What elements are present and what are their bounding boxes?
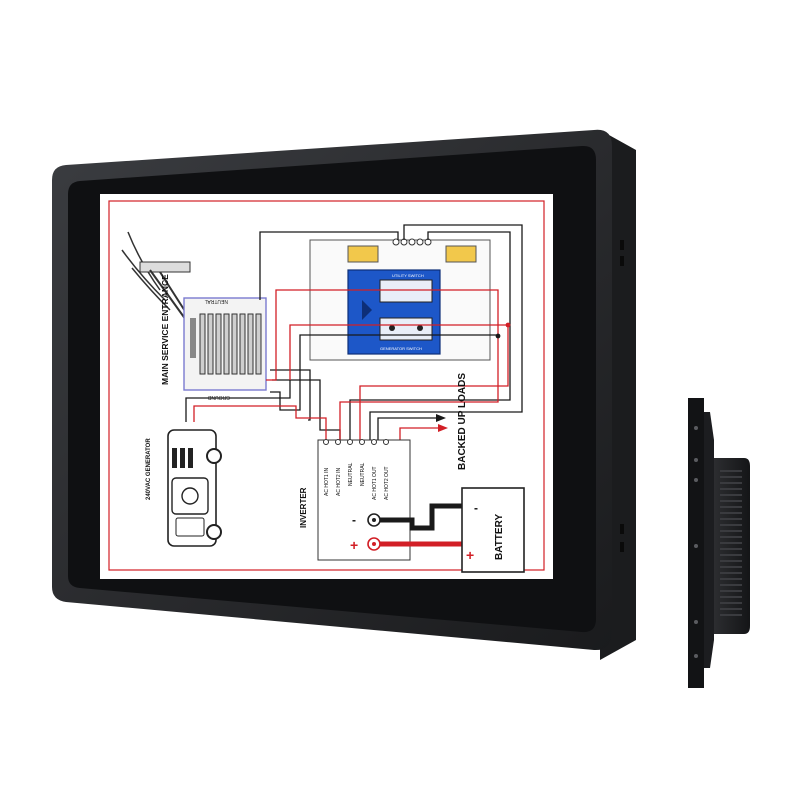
terminal-label: NEUTRAL xyxy=(348,462,354,486)
neutral-bar-label: NEUTRAL xyxy=(204,298,228,304)
side-port xyxy=(620,542,624,552)
screw-icon xyxy=(694,654,698,658)
screw-icon xyxy=(694,478,698,482)
generator-label: 240VAC GENERATOR xyxy=(146,438,152,500)
battery-minus-sign: - xyxy=(474,501,478,515)
screw-icon xyxy=(694,620,698,624)
inverter xyxy=(317,439,411,561)
side-body xyxy=(714,458,750,634)
side-bezel xyxy=(688,398,704,688)
screw-icon xyxy=(694,426,698,430)
main-service-entrance-label: MAIN SERVICE ENTRANCE xyxy=(160,274,170,385)
transfer-switch xyxy=(309,238,491,361)
battery xyxy=(461,487,525,573)
service-mast xyxy=(121,231,193,323)
terminal-label: AC HOT1 IN xyxy=(324,468,330,496)
screen: MAIN SERVICE ENTRANCE NEUTRAL GROUND xyxy=(100,194,553,579)
red-wiring xyxy=(193,289,509,440)
side-port xyxy=(620,240,624,250)
junction-dot xyxy=(495,333,501,339)
terminal-label: AC HOT2 IN xyxy=(336,468,342,496)
terminal-label: AC HOT1 OUT xyxy=(372,466,378,500)
inverter-minus-sign: - xyxy=(352,513,356,527)
generator xyxy=(167,429,222,547)
inverter-label: INVERTER xyxy=(299,487,308,528)
breaker-panel xyxy=(183,297,267,391)
screw-icon xyxy=(694,544,698,548)
generator-switch-label: GENERATOR SWITCH xyxy=(380,346,422,351)
vent-grille xyxy=(720,470,742,616)
inverter-plus-sign: + xyxy=(350,537,358,553)
side-port xyxy=(620,524,624,534)
utility-switch-label: UTILITY SWITCH xyxy=(392,273,424,278)
ground-bar-label: GROUND xyxy=(207,394,230,400)
screw-icon xyxy=(694,458,698,462)
side-port xyxy=(620,256,624,266)
battery-plus-sign: + xyxy=(466,547,474,563)
monitor-side-view xyxy=(688,398,750,688)
battery-negative-cable xyxy=(380,503,462,531)
diagram-border xyxy=(108,200,545,571)
terminal-label: AC HOT2 OUT xyxy=(384,466,390,500)
battery-label: BATTERY xyxy=(494,514,505,560)
junction-dot xyxy=(505,322,511,328)
backed-up-loads-label: BACKED UP LOADS xyxy=(457,373,468,470)
terminal-label: NEUTRAL xyxy=(360,462,366,486)
arrow-icon xyxy=(436,414,446,422)
side-mount xyxy=(704,412,714,668)
arrow-icon xyxy=(438,424,448,432)
